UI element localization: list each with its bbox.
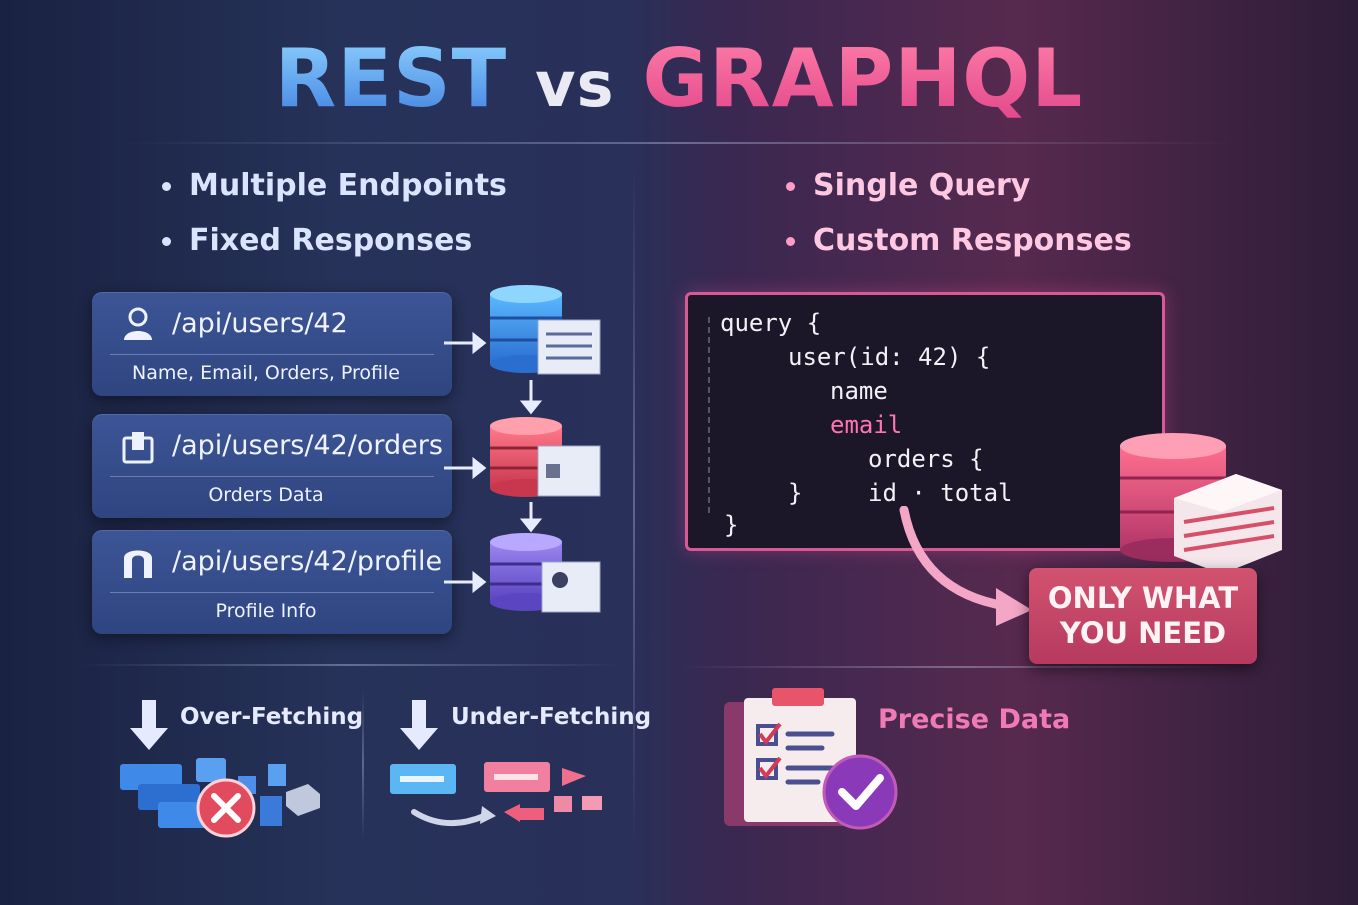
endpoint-path: /api/users/42/profile [172,546,443,577]
database-icon [490,417,601,497]
endpoint-card-profile: /api/users/42/profile Profile Info [92,530,452,634]
title-rest: REST [274,32,508,125]
clipboard-check-icon [724,688,898,830]
check-badge-icon [822,754,898,830]
rest-bullet-1: Multiple Endpoints [162,168,507,203]
title-vs: vs [535,48,615,121]
code-line: } [788,479,803,507]
code-line: id · total [868,479,1013,507]
curved-arrow-icon [899,506,1032,626]
only-what-you-need-badge: ONLY WHAT YOU NEED [1029,568,1257,664]
over-fetching-label: Over-Fetching [180,704,364,730]
badge-line-1: ONLY WHAT [1047,581,1239,615]
database-icon [490,533,601,613]
graphql-bullet-1: Single Query [786,168,1030,203]
graphql-bottom-divider [680,666,1240,668]
endpoint-card-orders: /api/users/42/orders Orders Data [92,414,452,518]
endpoint-description: Name, Email, Orders, Profile [132,362,400,384]
center-divider [633,160,635,850]
main-title: REST vs GRAPHQL [0,32,1358,125]
code-line: name [830,377,888,405]
title-divider [120,142,1238,144]
endpoint-card-users: /api/users/42 Name, Email, Orders, Profi… [92,292,452,396]
title-graphql: GRAPHQL [642,32,1084,125]
endpoint-path: /api/users/42 [172,308,348,339]
problems-divider [362,690,364,840]
over-fetching-illustration [120,758,320,838]
database-icon [490,285,601,375]
graphql-bullet-2: Custom Responses [786,223,1132,258]
under-fetching-label: Under-Fetching [451,704,652,730]
graphql-database-icon [1120,433,1282,574]
rest-bottom-divider [80,664,620,666]
arrow-right-icon [444,331,487,594]
bag-icon [122,432,154,464]
code-line: orders { [868,445,984,473]
endpoint-description: Orders Data [208,484,324,506]
graphql-query-editor: query { user(id: 42) { name email orders… [685,292,1165,551]
under-fetching-illustration [390,762,602,827]
endpoint-description: Profile Info [215,600,317,622]
arrow-down-icon [130,700,168,750]
code-line: } [724,511,739,539]
profile-icon [124,550,152,578]
code-line-highlight: email [830,411,903,439]
rest-bullet-2: Fixed Responses [162,223,472,258]
badge-line-2: YOU NEED [1059,616,1227,650]
precise-data-label: Precise Data [878,704,1071,735]
rest-database-stack [444,285,601,613]
error-x-icon [196,778,256,838]
arrow-down-icon [519,380,543,533]
endpoint-path: /api/users/42/orders [172,430,443,461]
code-line: user(id: 42) { [788,343,991,371]
code-line: query { [720,309,822,337]
user-icon [124,307,152,340]
arrow-down-icon [400,700,438,750]
